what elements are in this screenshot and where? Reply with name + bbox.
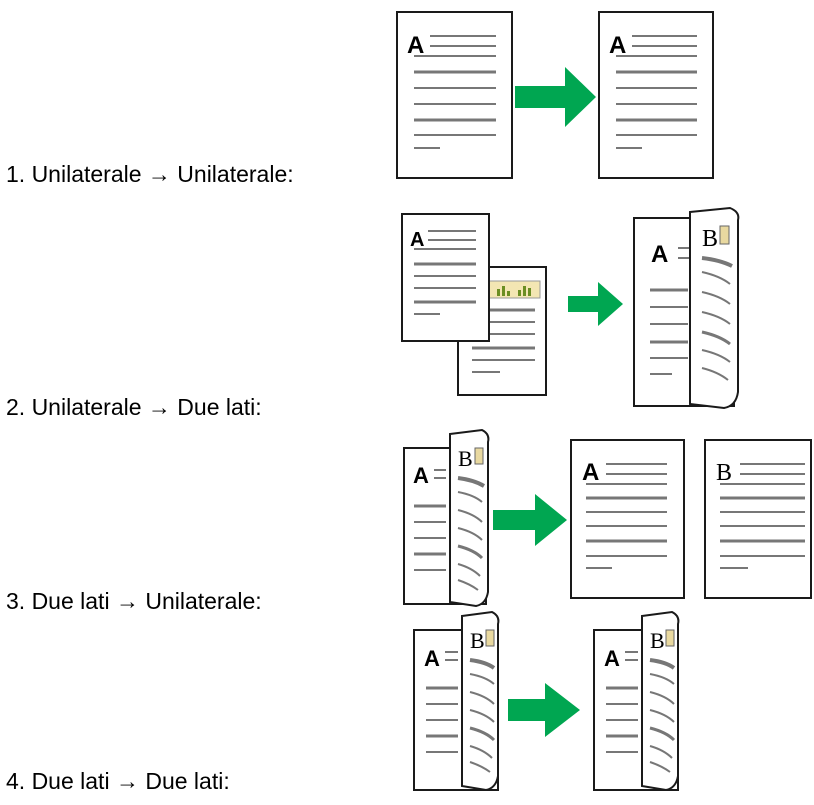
row1-illustration: A A bbox=[396, 11, 714, 179]
page-letter-a: A bbox=[410, 229, 424, 251]
document-page-icon: A bbox=[598, 11, 714, 179]
page-letter-a: A bbox=[413, 463, 429, 488]
right-arrow-icon bbox=[515, 67, 596, 127]
page-letter-a: A bbox=[582, 459, 599, 486]
duplex-page-icon: A B bbox=[593, 610, 680, 792]
page-letter-b: B bbox=[716, 460, 732, 486]
row4-illustration: A B bbox=[413, 610, 680, 792]
mode-label-2: 2. Unilaterale → Due lati: bbox=[6, 394, 262, 420]
page-letter-a: A bbox=[424, 646, 440, 671]
mode-label-3: 3. Due lati → Unilaterale: bbox=[6, 588, 262, 614]
row2-illustration: A A bbox=[401, 206, 740, 410]
page-letter-a: A bbox=[609, 32, 626, 59]
mode-label-1: 1. Unilaterale → Unilaterale: bbox=[6, 161, 294, 187]
document-page-icon: A bbox=[401, 213, 490, 342]
right-arrow-icon bbox=[568, 282, 623, 326]
page-letter-a: A bbox=[651, 241, 668, 268]
page-letter-a: A bbox=[407, 32, 424, 59]
page-letter-b: B bbox=[702, 226, 718, 252]
document-page-icon: A bbox=[570, 439, 685, 599]
row3-illustration: A B bbox=[403, 428, 812, 608]
mode-label-4: 4. Due lati → Due lati: bbox=[6, 768, 230, 794]
right-arrow-icon bbox=[493, 494, 567, 546]
page-letter-b: B bbox=[650, 628, 665, 653]
page-letter-a: A bbox=[604, 646, 620, 671]
document-page-icon: A bbox=[396, 11, 513, 179]
duplex-page-icon: A B bbox=[413, 610, 500, 792]
document-page-icon: B bbox=[704, 439, 812, 599]
page-letter-b: B bbox=[470, 628, 485, 653]
duplex-page-icon: A B bbox=[403, 428, 490, 608]
page-letter-b: B bbox=[458, 446, 473, 471]
right-arrow-icon bbox=[508, 683, 580, 737]
duplex-page-icon: A B bbox=[633, 206, 740, 410]
